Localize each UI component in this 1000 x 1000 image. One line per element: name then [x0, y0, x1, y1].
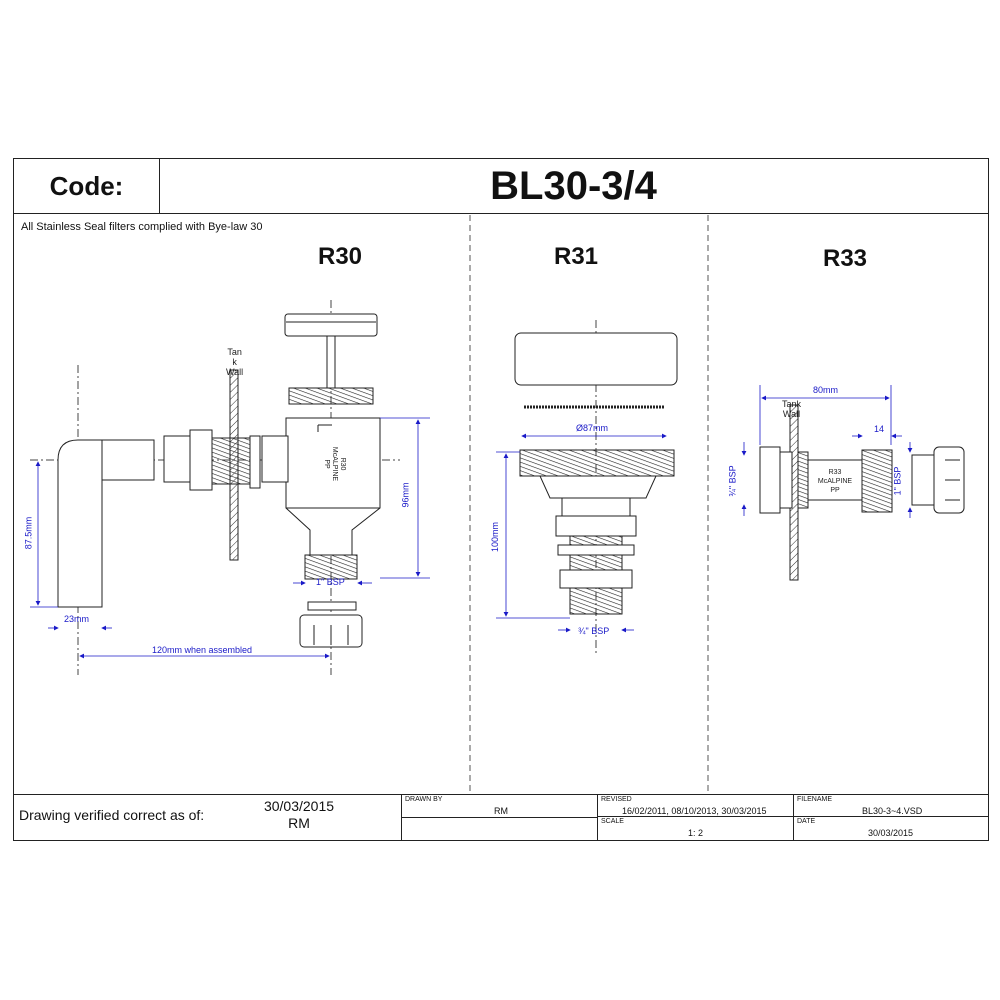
r31-dim-height: 100mm: [490, 521, 501, 553]
r33-tank-wall-line-2: Wall: [782, 409, 801, 419]
r33-dimensions: [741, 385, 913, 518]
r31-drawing: [514, 320, 678, 655]
r33-drawing: [759, 404, 965, 581]
scale-value: 1: 2: [688, 828, 704, 838]
r30-title: R30: [318, 243, 363, 270]
r30-body-line-3: PP: [323, 459, 330, 469]
r33-dim-14: 14: [874, 424, 885, 434]
r31-title: R31: [554, 243, 599, 270]
r31-dim-diameter: Ø87mm: [576, 423, 609, 433]
r30-body-line-2: McALPINE: [331, 446, 338, 482]
title-block: Drawing verified correct as of: 30/03/20…: [14, 794, 989, 840]
verified-label: Drawing verified correct as of:: [19, 807, 205, 823]
filename-caption: FILENAME: [797, 796, 833, 803]
r33-body-line-1: R33: [828, 469, 842, 476]
r33-title: R33: [823, 245, 868, 272]
r30-drawing: [30, 300, 400, 675]
r30-dim-assembled: 120mm when assembled: [152, 645, 253, 655]
r33-tank-wall-line-1: Tank: [782, 399, 802, 409]
r30-dimensions: [30, 417, 430, 659]
r33-dim-bsp-right: 1" BSP: [892, 466, 903, 496]
r30-tank-wall-line-1: Tan: [227, 347, 242, 357]
r30-dim-elbow: 87.5mm: [23, 516, 34, 550]
r30-body-text: R30 McALPINE PP: [322, 442, 346, 486]
date-cell: DATE 30/03/2015: [793, 817, 989, 840]
code-label: Code:: [14, 159, 160, 213]
revised-value: 16/02/2011, 08/10/2013, 30/03/2015: [622, 806, 767, 816]
drawn-by-caption: DRAWN BY: [405, 796, 443, 803]
verified-stamp: 30/03/2015 RM: [244, 798, 354, 832]
r30-dim-pipe: 23mm: [64, 614, 90, 624]
r30-tank-wall-line-2: k: [232, 357, 237, 367]
drawn-by-rule: [401, 817, 597, 818]
drawn-by-value: RM: [494, 806, 508, 816]
r33-dim-length: 80mm: [813, 385, 839, 395]
compliance-note: All Stainless Seal filters complied with…: [21, 221, 263, 233]
code-value: BL30-3/4: [490, 163, 657, 208]
scale-caption: SCALE: [601, 818, 624, 825]
filename-value: BL30-3~4.VSD: [862, 806, 923, 816]
r31-dimensions: [496, 433, 667, 633]
r30-dim-height: 96mm: [400, 482, 411, 508]
r30-dim-bsp: 1" BSP: [316, 577, 345, 587]
r33-body-text: R33 McALPINE PP: [810, 468, 860, 495]
r30-tank-wall-label: Tan k Wall: [226, 347, 243, 377]
r33-tank-wall-label: Tank Wall: [782, 399, 801, 419]
date-value: 30/03/2015: [868, 828, 914, 838]
r33-body-line-3: PP: [830, 487, 840, 494]
r30-tank-wall-line-3: Wall: [226, 367, 244, 377]
title-bar: Code: BL30-3/4: [14, 159, 988, 214]
revised-caption: REVISED: [601, 796, 632, 803]
verified-date: 30/03/2015: [263, 798, 335, 814]
verified-by: RM: [288, 815, 310, 831]
r33-body-line-2: McALPINE: [817, 478, 853, 485]
date-caption: DATE: [797, 818, 816, 825]
drawing-sheet: Code: BL30-3/4 All Stainless Seal filter…: [13, 158, 989, 841]
r33-dim-bsp-left: ¾" BSP: [727, 465, 738, 497]
r31-dim-bsp: ¾" BSP: [578, 626, 610, 636]
revised-cell: REVISED 16/02/2011, 08/10/2013, 30/03/20…: [597, 795, 793, 817]
filename-cell: FILENAME BL30-3~4.VSD: [793, 795, 989, 817]
r30-body-line-1: R30: [339, 457, 346, 471]
scale-cell: SCALE 1: 2: [597, 817, 793, 840]
